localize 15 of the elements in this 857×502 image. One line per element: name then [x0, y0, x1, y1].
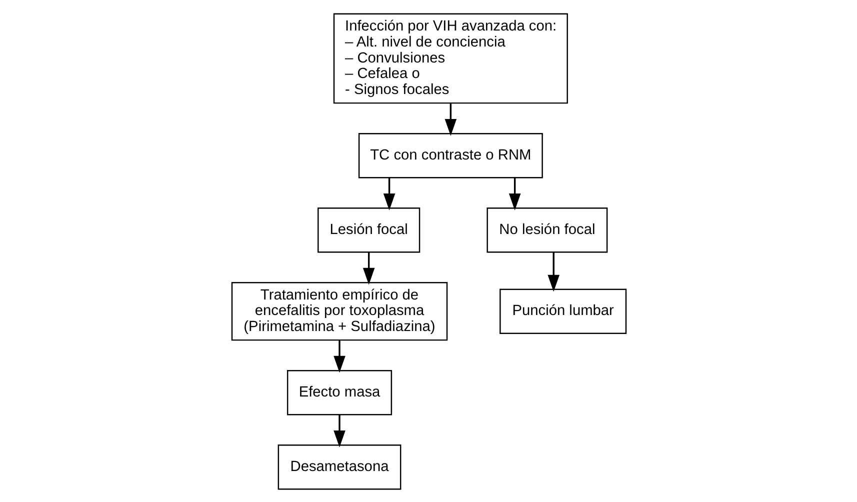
arrow [547, 252, 560, 292]
node-box: Tratamiento empírico de encefalitis por toxoplasma (Pirimetamina + Sulfadiazina) [230, 282, 448, 340]
node-box: Punción lumbar [499, 288, 626, 334]
node-box: Efecto masa [286, 370, 392, 415]
node-box: Desametasona [277, 444, 401, 490]
node-box: Infección por VIH avanzada con: – Alt. nivel de conciencia – Convulsiones – Cefalea o - Signos focales [332, 12, 568, 104]
arrow [362, 252, 374, 284]
node-box: Lesión focal [317, 207, 420, 252]
arrow [382, 177, 395, 210]
arrow [444, 103, 456, 136]
node-box: TC con contraste o RNM [358, 132, 542, 178]
node-box: No lesión focal [486, 207, 608, 252]
arrow [508, 177, 520, 210]
arrow [333, 414, 345, 447]
arrow [333, 340, 345, 372]
